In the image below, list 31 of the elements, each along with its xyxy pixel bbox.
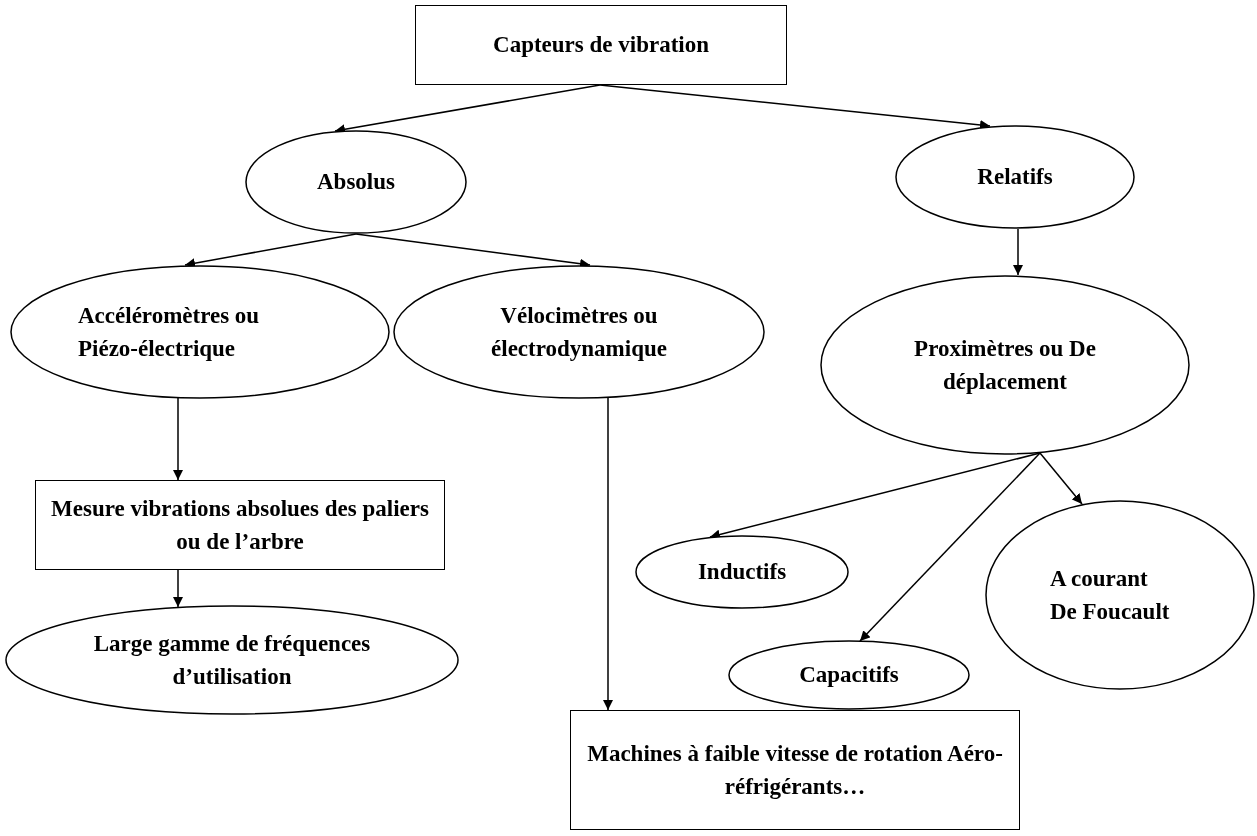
process-box (415, 5, 787, 85)
node-label: Large gamme de fréquences d’utilisation (92, 629, 372, 691)
ellipse-node (5, 605, 459, 715)
node-label: A courant De Foucault (1050, 564, 1171, 626)
arrow (1039, 452, 1083, 505)
node-label: Proximètres ou De déplacement (913, 334, 1097, 396)
ellipse-node (393, 265, 765, 399)
node-label: Machines à faible vitesse de rotation Aéro-réfrigérants… (586, 739, 1004, 801)
ellipse-node (728, 640, 970, 710)
ellipse-node (985, 500, 1255, 690)
process-box (35, 480, 445, 570)
node-label: Capteurs de vibration (492, 31, 710, 60)
node-label: Mesure vibrations absolues des paliers ou de l’arbre (50, 494, 430, 556)
node-label: Capacitifs (798, 661, 900, 690)
ellipse-node (245, 130, 467, 234)
ellipse-node (895, 125, 1135, 229)
process-box (570, 710, 1020, 830)
arrow (173, 397, 183, 481)
node-label: Accéléromètres ou Piézo-électrique (78, 301, 261, 363)
ellipse-node (820, 275, 1190, 455)
arrow (709, 452, 1041, 540)
arrow (173, 569, 183, 608)
ellipse-node (10, 265, 390, 399)
arrow (859, 452, 1041, 642)
node-label: Vélocimètres ou électrodynamique (490, 301, 668, 363)
ellipse-node (635, 535, 849, 609)
node-label: Absolus (316, 168, 396, 197)
arrow (1013, 228, 1023, 276)
arrow (603, 397, 613, 711)
node-label: Inductifs (696, 558, 788, 587)
node-label: Relatifs (976, 163, 1054, 192)
